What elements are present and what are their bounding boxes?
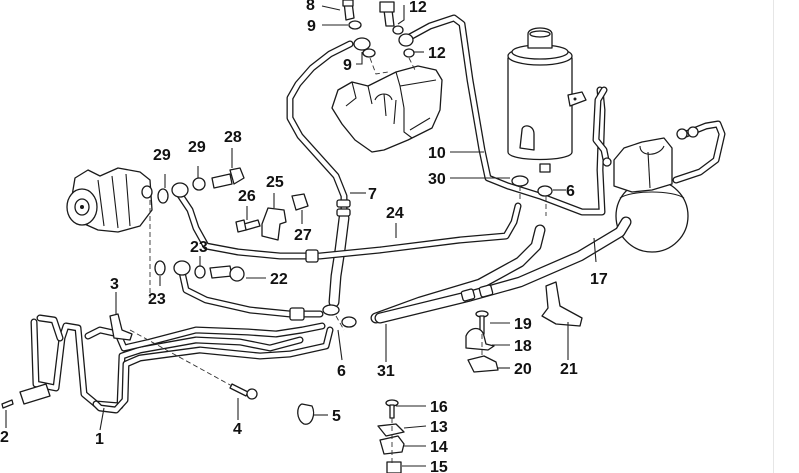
clip-27: [291, 193, 309, 211]
seal-ring-23b: [194, 265, 206, 279]
fluid-reservoir: [507, 27, 587, 173]
callout-5: 5: [332, 408, 341, 425]
callout-20: 20: [514, 361, 532, 378]
callout-16: 16: [430, 399, 448, 416]
callout-14: 14: [430, 439, 448, 456]
bracket-3: [109, 313, 133, 341]
power-steering-pump: [66, 167, 153, 233]
callout-10: 10: [428, 145, 446, 162]
callout-26: 26: [238, 188, 256, 205]
callout-28: 28: [224, 129, 242, 146]
hose-clamp-6a-2: [341, 316, 357, 328]
seal-rings-top: [348, 20, 415, 58]
callout-18: 18: [514, 338, 532, 355]
screw-16: [385, 399, 399, 419]
callout-12b: 12: [428, 45, 446, 62]
callout-27: 27: [294, 227, 312, 244]
callout-6a: 6: [337, 363, 346, 380]
pressure-line-7: [286, 40, 354, 308]
callout-7: 7: [368, 186, 377, 203]
steering-gear-box: [331, 65, 443, 153]
callout-leaders: [5, 5, 597, 467]
callout-12a: 12: [409, 0, 427, 16]
callout-labels: 8 9 12 12 9 10 30 6 7 24 29 29 28 26 25 …: [0, 0, 608, 473]
callout-31: 31: [377, 363, 395, 380]
callout-23b: 23: [190, 239, 208, 256]
bolt-4: [229, 383, 258, 400]
callout-22: 22: [270, 271, 288, 288]
callout-9b: 9: [343, 57, 352, 74]
screw-2: [1, 399, 14, 409]
callout-17: 17: [590, 271, 608, 288]
callout-3: 3: [110, 276, 119, 293]
return-line-10: [404, 14, 612, 216]
lower-pressure-line: [173, 260, 324, 321]
seal-ring-23a: [154, 260, 166, 276]
callout-23a: 23: [148, 291, 166, 308]
callout-8: 8: [306, 0, 315, 14]
hose-clamp-18: [465, 327, 495, 351]
hose-line-17: [374, 216, 632, 324]
banjo-bolt-12: [379, 1, 395, 27]
hose-clamp-6a: [322, 304, 340, 316]
sleeve-15: [386, 461, 402, 473]
hose-clamp-6b: [537, 185, 553, 197]
grommet-5: [297, 403, 315, 425]
spring-nut-20: [467, 355, 499, 373]
banjo-bolt-8: [342, 0, 355, 21]
bracket-21: [541, 281, 583, 327]
callout-29a: 29: [153, 147, 171, 164]
cooling-coil-1: [19, 314, 334, 414]
callout-19: 19: [514, 316, 532, 333]
callout-25: 25: [266, 174, 284, 191]
pressure-accumulator: [613, 137, 689, 253]
assembly-lines: [129, 57, 547, 466]
callout-9a: 9: [307, 18, 316, 35]
page-edge-divider: [773, 0, 774, 473]
callout-15: 15: [430, 459, 448, 473]
banjo-fitting-upper: [171, 182, 189, 198]
banjo-bolt-22: [209, 265, 245, 282]
bolt-26: [235, 219, 261, 233]
seal-ring-29a: [157, 188, 169, 204]
bracket-25: [261, 207, 287, 241]
hose-clamp-30: [511, 175, 529, 187]
callout-4: 4: [233, 421, 242, 438]
accumulator-line: [672, 120, 726, 184]
callout-24: 24: [386, 205, 404, 222]
callout-30: 30: [428, 171, 446, 188]
callout-2: 2: [0, 429, 9, 446]
callout-1: 1: [95, 431, 104, 448]
suction-hose-24: [174, 188, 522, 263]
callout-21: 21: [560, 361, 578, 378]
callout-6b: 6: [566, 183, 575, 200]
clip-13: [377, 423, 405, 437]
callout-13: 13: [430, 419, 448, 436]
banjo-bolt-28: [211, 167, 245, 189]
callout-29b: 29: [188, 139, 206, 156]
seal-ring-29b: [192, 177, 206, 191]
